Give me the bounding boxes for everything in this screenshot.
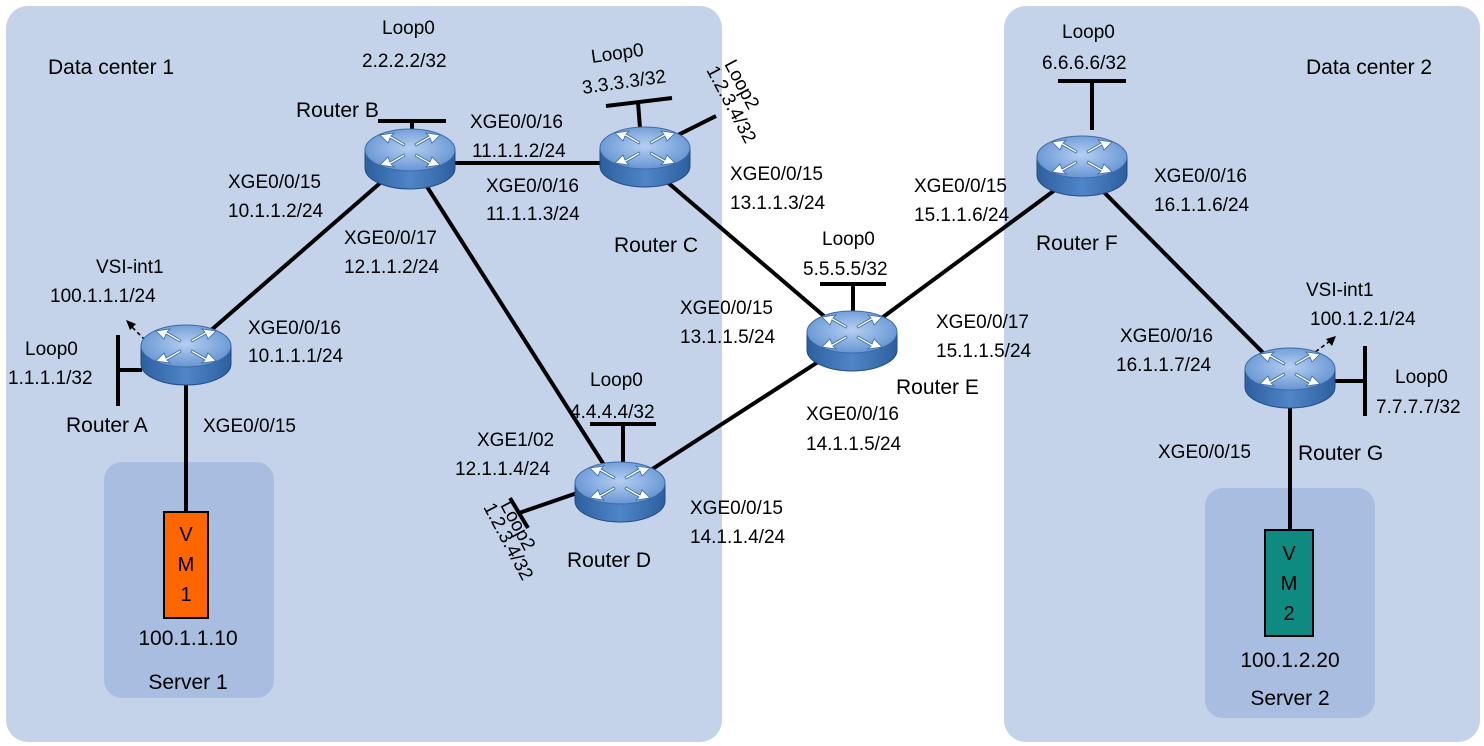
if-e-c-ip: 13.1.1.5/24 bbox=[680, 327, 776, 348]
vm-1-text-m: M bbox=[178, 554, 195, 576]
router-b-name: Router B bbox=[296, 99, 379, 122]
if-f-g-name: XGE0/0/16 bbox=[1154, 166, 1247, 187]
server-1-label: Server 1 bbox=[148, 671, 227, 694]
if-e-d-name: XGE0/0/16 bbox=[806, 404, 899, 425]
if-e-c-name: XGE0/0/15 bbox=[680, 298, 773, 319]
vm-2-text-v: V bbox=[1282, 543, 1296, 565]
router-a-vsi-name: VSI-int1 bbox=[96, 257, 164, 278]
if-e-f-ip: 15.1.1.5/24 bbox=[936, 341, 1032, 362]
router-e-loop-name: Loop0 bbox=[822, 229, 875, 250]
router-a-loop-name: Loop0 bbox=[25, 339, 78, 360]
vm-1-ip: 100.1.1.10 bbox=[138, 627, 237, 650]
if-c-b-ip: 11.1.1.2/24 bbox=[472, 141, 566, 162]
if-c-e-ip: 13.1.1.3/24 bbox=[730, 193, 826, 214]
router-g-vsi-name: VSI-int1 bbox=[1306, 280, 1374, 301]
router-d-loop-name: Loop0 bbox=[590, 370, 643, 391]
router-a-vsi-ip: 100.1.1.1/24 bbox=[50, 286, 156, 307]
if-b-c-ip: 11.1.1.3/24 bbox=[486, 204, 580, 225]
router-d-icon bbox=[574, 461, 666, 523]
router-d-name: Router D bbox=[567, 549, 651, 572]
if-e-d-ip: 14.1.1.5/24 bbox=[806, 434, 902, 455]
router-b-loop-ip: 2.2.2.2/32 bbox=[362, 51, 447, 72]
if-d-b-ip: 12.1.1.4/24 bbox=[455, 459, 551, 480]
vm-1-text-v: V bbox=[179, 524, 193, 546]
link-d-e bbox=[618, 338, 854, 492]
router-c-name: Router C bbox=[614, 234, 698, 257]
router-g-loop-ip: 7.7.7.7/32 bbox=[1376, 397, 1461, 418]
if-c-e-name: XGE0/0/15 bbox=[730, 164, 823, 185]
if-g-f-ip: 16.1.1.7/24 bbox=[1116, 355, 1212, 376]
router-f-name: Router F bbox=[1036, 232, 1118, 255]
vm-2-box bbox=[1264, 529, 1314, 637]
if-b-a-ip: 10.1.1.2/24 bbox=[228, 201, 324, 222]
link-b-d bbox=[408, 158, 622, 492]
data-center-1-title: Data center 1 bbox=[48, 56, 174, 79]
server-2-label: Server 2 bbox=[1250, 687, 1329, 710]
router-a-icon bbox=[140, 324, 232, 386]
if-d-b-name: XGE1/02 bbox=[477, 430, 554, 451]
link-c-e bbox=[643, 161, 854, 342]
router-a-loop-ip: 1.1.1.1/32 bbox=[8, 368, 93, 389]
if-g-f-name: XGE0/0/16 bbox=[1120, 326, 1213, 347]
if-g-server-name: XGE0/0/15 bbox=[1158, 442, 1251, 463]
if-b-d-name: XGE0/0/17 bbox=[344, 228, 437, 249]
if-b-a-name: XGE0/0/15 bbox=[228, 172, 321, 193]
router-e-icon bbox=[806, 310, 898, 372]
vm-1-box bbox=[163, 511, 209, 619]
router-a-name: Router A bbox=[66, 414, 148, 437]
link-e-f bbox=[850, 168, 1084, 342]
router-b-loop-name: Loop0 bbox=[382, 18, 435, 39]
if-a-b-name: XGE0/0/16 bbox=[248, 318, 341, 339]
if-b-c-name: XGE0/0/16 bbox=[486, 176, 579, 197]
router-g-name: Router G bbox=[1298, 442, 1383, 465]
link-f-g bbox=[1080, 168, 1292, 382]
router-f-loop-ip: 6.6.6.6/32 bbox=[1042, 53, 1127, 74]
router-f-loop-name: Loop0 bbox=[1062, 22, 1115, 43]
if-f-e-name: XGE0/0/15 bbox=[914, 176, 1007, 197]
router-g-vsi-ip: 100.1.2.1/24 bbox=[1310, 309, 1416, 330]
if-d-e-ip: 14.1.1.4/24 bbox=[690, 527, 786, 548]
vm-2-ip: 100.1.2.20 bbox=[1240, 649, 1339, 672]
if-a-server-name: XGE0/0/15 bbox=[203, 416, 296, 437]
router-c-icon bbox=[599, 126, 691, 188]
router-f-icon bbox=[1036, 135, 1128, 197]
if-d-e-name: XGE0/0/15 bbox=[690, 498, 783, 519]
router-e-name: Router E bbox=[896, 376, 979, 399]
if-f-e-ip: 15.1.1.6/24 bbox=[914, 205, 1010, 226]
if-f-g-ip: 16.1.1.6/24 bbox=[1154, 195, 1250, 216]
router-e-loop-ip: 5.5.5.5/32 bbox=[803, 259, 888, 280]
vm-2-text-m: M bbox=[1281, 573, 1298, 595]
vm-2-text-num: 2 bbox=[1283, 603, 1294, 625]
router-d-loop-ip: 4.4.4.4/32 bbox=[570, 402, 655, 423]
if-b-d-ip: 12.1.1.2/24 bbox=[344, 257, 440, 278]
data-center-2-title: Data center 2 bbox=[1306, 56, 1432, 79]
vsi-arrows bbox=[126, 320, 1336, 357]
if-c-b-name: XGE0/0/16 bbox=[470, 112, 563, 133]
router-g-icon bbox=[1244, 347, 1336, 409]
link-a-b bbox=[184, 155, 412, 354]
router-g-loop-name: Loop0 bbox=[1395, 367, 1448, 388]
if-e-f-name: XGE0/0/17 bbox=[936, 312, 1029, 333]
if-a-b-ip: 10.1.1.1/24 bbox=[248, 346, 344, 367]
router-b-icon bbox=[364, 128, 456, 190]
vm-1-text-num: 1 bbox=[180, 584, 191, 606]
